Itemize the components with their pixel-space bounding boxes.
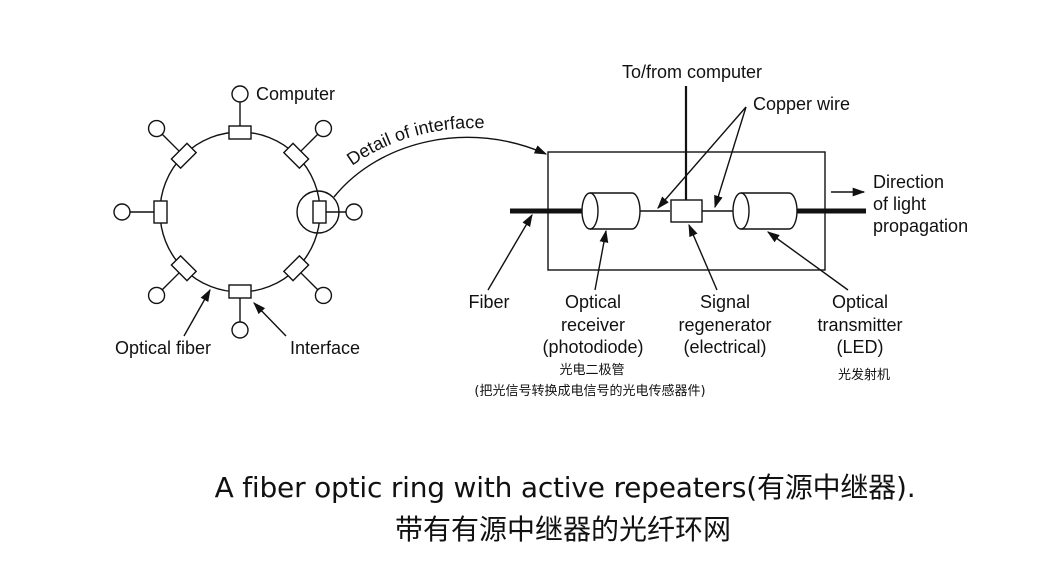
label-interface: Interface bbox=[290, 338, 360, 358]
caption-english: A fiber optic ring with active repeaters… bbox=[214, 471, 916, 504]
ring: Computer Optical fiber Interface bbox=[113, 84, 363, 358]
arrow-receiver bbox=[594, 229, 609, 291]
label-regen-3: (electrical) bbox=[683, 337, 766, 357]
label-receiver-2: receiver bbox=[561, 315, 625, 335]
arrow-copper-wire-left bbox=[657, 106, 747, 209]
ring-node-right-highlighted bbox=[296, 190, 363, 234]
label-receiver-cn-note: (把光信号转换成电信号的光电传感器件) bbox=[474, 383, 705, 399]
interface-box bbox=[170, 142, 198, 170]
computer-icon bbox=[314, 119, 333, 138]
label-optical-fiber: Optical fiber bbox=[115, 338, 211, 358]
label-detail-of-interface: Detail of interface bbox=[343, 112, 485, 169]
computer-icon bbox=[147, 286, 166, 305]
optical-receiver bbox=[581, 192, 641, 230]
computer-icon bbox=[231, 321, 249, 339]
label-transmitter-3: (LED) bbox=[836, 337, 883, 357]
label-receiver-3: (photodiode) bbox=[542, 337, 643, 357]
label-receiver-1: Optical bbox=[565, 292, 621, 312]
ring-node-left bbox=[113, 200, 168, 224]
interface-box bbox=[228, 125, 252, 140]
interface-box bbox=[153, 200, 168, 224]
interface-detail: To/from computer Copper wire Direction o… bbox=[468, 62, 968, 399]
computer-icon bbox=[314, 286, 333, 305]
label-transmitter-2: transmitter bbox=[817, 315, 902, 335]
optical-transmitter bbox=[732, 192, 798, 230]
ring-node-bottom-left bbox=[147, 254, 198, 305]
detail-arrow bbox=[333, 136, 548, 198]
label-direction-1: Direction bbox=[873, 172, 944, 192]
label-transmitter-1: Optical bbox=[832, 292, 888, 312]
label-computer: Computer bbox=[256, 84, 335, 104]
label-direction-2: of light bbox=[873, 194, 926, 214]
label-fiber: Fiber bbox=[468, 292, 509, 312]
ring-node-top bbox=[228, 85, 252, 140]
caption-chinese: 带有有源中继器的光纤环网 bbox=[394, 513, 731, 546]
arrow-regenerator bbox=[688, 223, 718, 291]
label-regen-2: regenerator bbox=[678, 315, 771, 335]
arrow-optical-fiber bbox=[183, 288, 211, 337]
interface-box bbox=[312, 200, 327, 224]
computer-icon bbox=[231, 85, 249, 103]
ring-node-top-right bbox=[282, 119, 333, 170]
label-transmitter-cn: 光发射机 bbox=[838, 367, 890, 383]
arrow-copper-wire-right bbox=[714, 106, 747, 209]
label-receiver-cn: 光电二极管 bbox=[559, 363, 624, 378]
label-to-from-computer: To/from computer bbox=[622, 62, 762, 82]
label-regen-1: Signal bbox=[700, 292, 750, 312]
ring-node-bottom bbox=[228, 284, 252, 339]
ring-node-bottom-right bbox=[282, 254, 333, 305]
interface-box bbox=[282, 254, 310, 282]
interface-box bbox=[228, 284, 252, 299]
computer-icon bbox=[345, 203, 363, 221]
arrow-interface bbox=[253, 302, 287, 337]
signal-regenerator bbox=[670, 199, 703, 223]
computer-icon bbox=[113, 203, 131, 221]
arrow-transmitter bbox=[766, 231, 849, 291]
label-direction-3: propagation bbox=[873, 216, 968, 236]
arrow-fiber bbox=[487, 213, 533, 291]
interface-box bbox=[282, 142, 310, 170]
label-copper-wire: Copper wire bbox=[753, 94, 850, 114]
computer-icon bbox=[147, 119, 166, 138]
interface-box bbox=[170, 254, 198, 282]
ring-node-top-left bbox=[147, 119, 198, 170]
